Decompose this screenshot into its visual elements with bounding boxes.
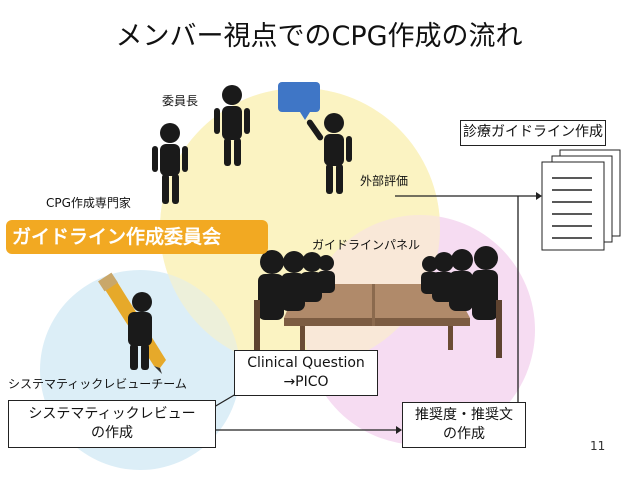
clinical-question-line1: Clinical Question <box>247 355 365 371</box>
committee-banner: ガイドライン作成委員会 <box>6 220 268 254</box>
pencil-person-icon <box>98 272 166 374</box>
recommendation-line1: 推奨度・推奨文 <box>415 407 513 423</box>
cpg-expert-label: CPG作成専門家 <box>46 196 131 210</box>
sr-creation-line2: の作成 <box>91 425 133 441</box>
sr-team-label: システマティックレビューチーム <box>8 377 187 391</box>
clinical-question-line2: →PICO <box>283 374 329 390</box>
document-stack-icon <box>541 149 621 251</box>
speaker-person-icon <box>306 113 352 194</box>
sr-creation-line1: システマティックレビュー <box>28 406 196 422</box>
guideline-creation-text: 診療ガイドライン作成 <box>463 124 603 140</box>
recommendation-box: 推奨度・推奨文 の作成 <box>402 402 526 448</box>
expert-person-icon <box>152 123 188 204</box>
sr-creation-box: システマティックレビュー の作成 <box>8 400 216 448</box>
guideline-panel-label: ガイドラインパネル <box>312 238 421 252</box>
recommendation-line2: の作成 <box>443 426 485 442</box>
slide-title: メンバー視点でのCPG作成の流れ <box>115 21 523 52</box>
clinical-question-box: Clinical Question →PICO <box>234 350 378 396</box>
chair-person-icon <box>214 85 250 166</box>
chair-label: 委員長 <box>162 94 199 108</box>
flow-arrows <box>213 192 542 434</box>
speech-bubble-icon <box>278 82 320 120</box>
external-review-label: 外部評価 <box>360 174 409 188</box>
guideline-creation-box: 診療ガイドライン作成 <box>460 120 606 146</box>
meeting-table-icon <box>254 246 502 358</box>
page-number: 11 <box>590 439 606 453</box>
